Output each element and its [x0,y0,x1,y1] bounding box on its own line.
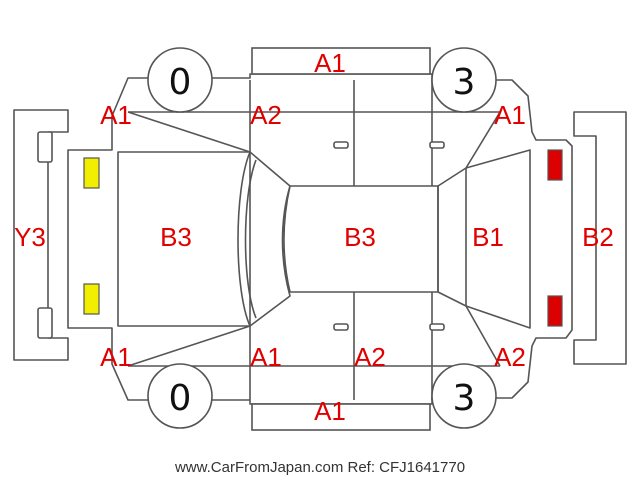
front-lamp-bottom [83,283,100,315]
tire-value-bottom-right: 3 [453,378,476,419]
label-top-front-door: A2 [250,100,282,130]
front-bumper-slot-top [37,131,53,163]
top-door-split [249,80,433,186]
rear-lamp-top [547,149,563,181]
label-bottom-left-fender: A1 [100,342,132,372]
wheel-top-left [147,47,213,113]
top-rocker-panel [251,47,431,75]
label-bottom-rear-door: A2 [354,342,386,372]
label-bottom-rocker: A1 [314,396,346,426]
region-labels: A1 A1 A2 A1 Y3 B3 B3 B1 B2 A1 A1 A2 A2 A… [14,48,614,426]
door-handle-top-front [333,141,349,149]
rear-bumper-outline [573,111,627,365]
label-bottom-right-quarter: A2 [494,342,526,372]
wheel-top-right [431,47,497,113]
label-top-left-fender: A1 [100,100,132,130]
tire-value-bottom-left: 0 [169,378,192,419]
bottom-rocker-panel [251,403,431,431]
top-side-diag [127,111,501,169]
label-hood: B3 [160,222,192,252]
front-bumper-slot-bottom [37,307,53,339]
wheel-bottom-right [431,363,497,429]
label-top-right-quarter: A1 [494,100,526,130]
label-rear-bumper: B2 [582,222,614,252]
door-handle-bottom-front [333,323,349,331]
label-top-rocker: A1 [314,48,346,78]
footer-reference: www.CarFromJapan.com Ref: CFJ1641770 [174,459,465,476]
rear-lamp-bottom [547,295,563,327]
wheel-bottom-left [147,363,213,429]
windshield-inner [244,159,257,319]
label-bottom-front-door: A1 [250,342,282,372]
front-lamp-top [83,157,100,189]
bottom-side-diag [127,305,501,367]
door-handle-top-rear [429,141,445,149]
roof-outline [283,185,439,293]
door-handle-bottom-rear [429,323,445,331]
label-rear-glass: B1 [472,222,504,252]
tire-value-top-left: 0 [169,62,192,103]
tire-value-top-right: 3 [453,62,476,103]
label-front-bumper: Y3 [14,222,46,252]
bottom-door-split [249,292,433,400]
label-roof: B3 [344,222,376,252]
